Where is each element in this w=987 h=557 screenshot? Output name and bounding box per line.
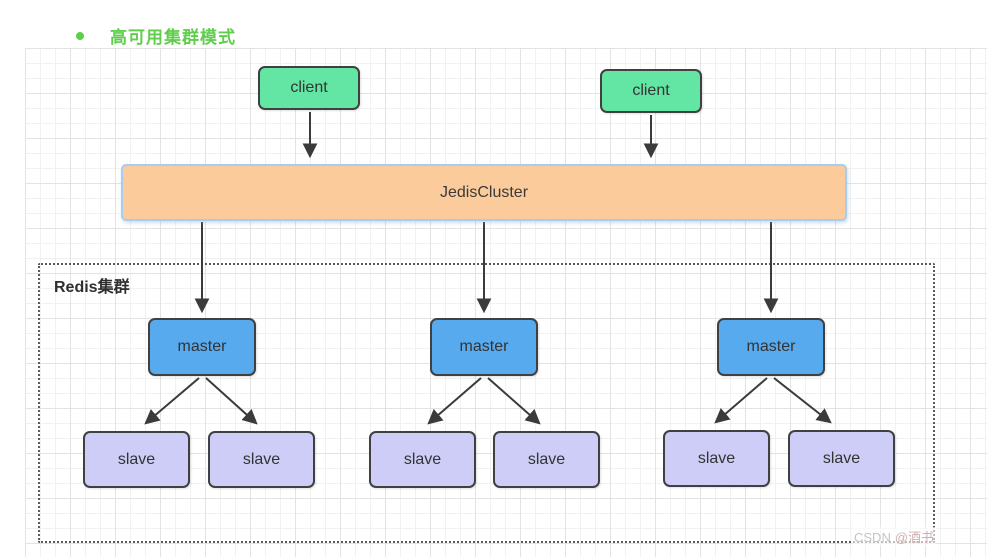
node-slave-3: slave — [369, 431, 476, 488]
node-slave-2: slave — [208, 431, 315, 488]
section-title-row: 高可用集群模式 — [76, 23, 236, 48]
redis-cluster-label: Redis集群 — [54, 279, 130, 296]
watermark-site: CSDN — [854, 530, 891, 545]
node-slave-4: slave — [493, 431, 600, 488]
node-master-3: master — [717, 318, 825, 376]
node-slave-1: slave — [83, 431, 190, 488]
node-client-2: client — [600, 69, 702, 113]
node-slave-6: slave — [788, 430, 895, 487]
watermark-author: @酒书 — [894, 530, 935, 545]
watermark: CSDN@酒书 — [852, 527, 937, 546]
redis-cluster-group: Redis集群 — [38, 263, 935, 543]
list-bullet-icon — [76, 31, 84, 40]
node-master-2: master — [430, 318, 538, 376]
node-master-1: master — [148, 318, 256, 376]
node-slave-5: slave — [663, 430, 770, 487]
node-client-1: client — [258, 66, 360, 110]
section-title: 高可用集群模式 — [110, 28, 236, 47]
node-jediscluster: JedisCluster — [121, 164, 847, 221]
